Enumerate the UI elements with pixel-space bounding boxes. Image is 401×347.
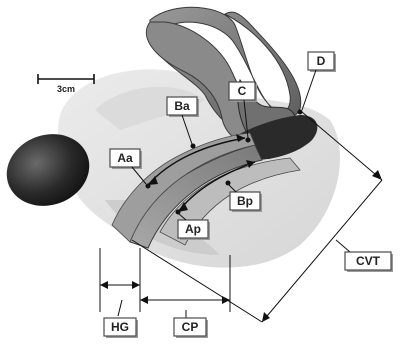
label-aa-text: Aa [117,151,133,165]
point-c [246,138,251,143]
label-cp-text: CP [182,320,199,334]
label-d: D [302,52,336,110]
point-aa [146,184,151,189]
scale-bar-label: 3cm [57,84,75,94]
label-cvt-text: CVT [356,254,381,268]
point-bp [226,181,231,186]
label-cp: CP [174,318,208,338]
point-ap [176,210,181,215]
point-d [298,110,303,115]
point-ba [191,144,196,149]
label-cvt: CVT [345,252,393,272]
label-c-text: C [238,84,247,98]
label-ap-text: Ap [185,222,201,236]
label-hg: HG [104,318,138,338]
label-bp-text: Bp [237,194,253,208]
label-ba-text: Ba [174,99,190,113]
label-hg-text: HG [111,320,129,334]
label-d-text: D [317,54,326,68]
